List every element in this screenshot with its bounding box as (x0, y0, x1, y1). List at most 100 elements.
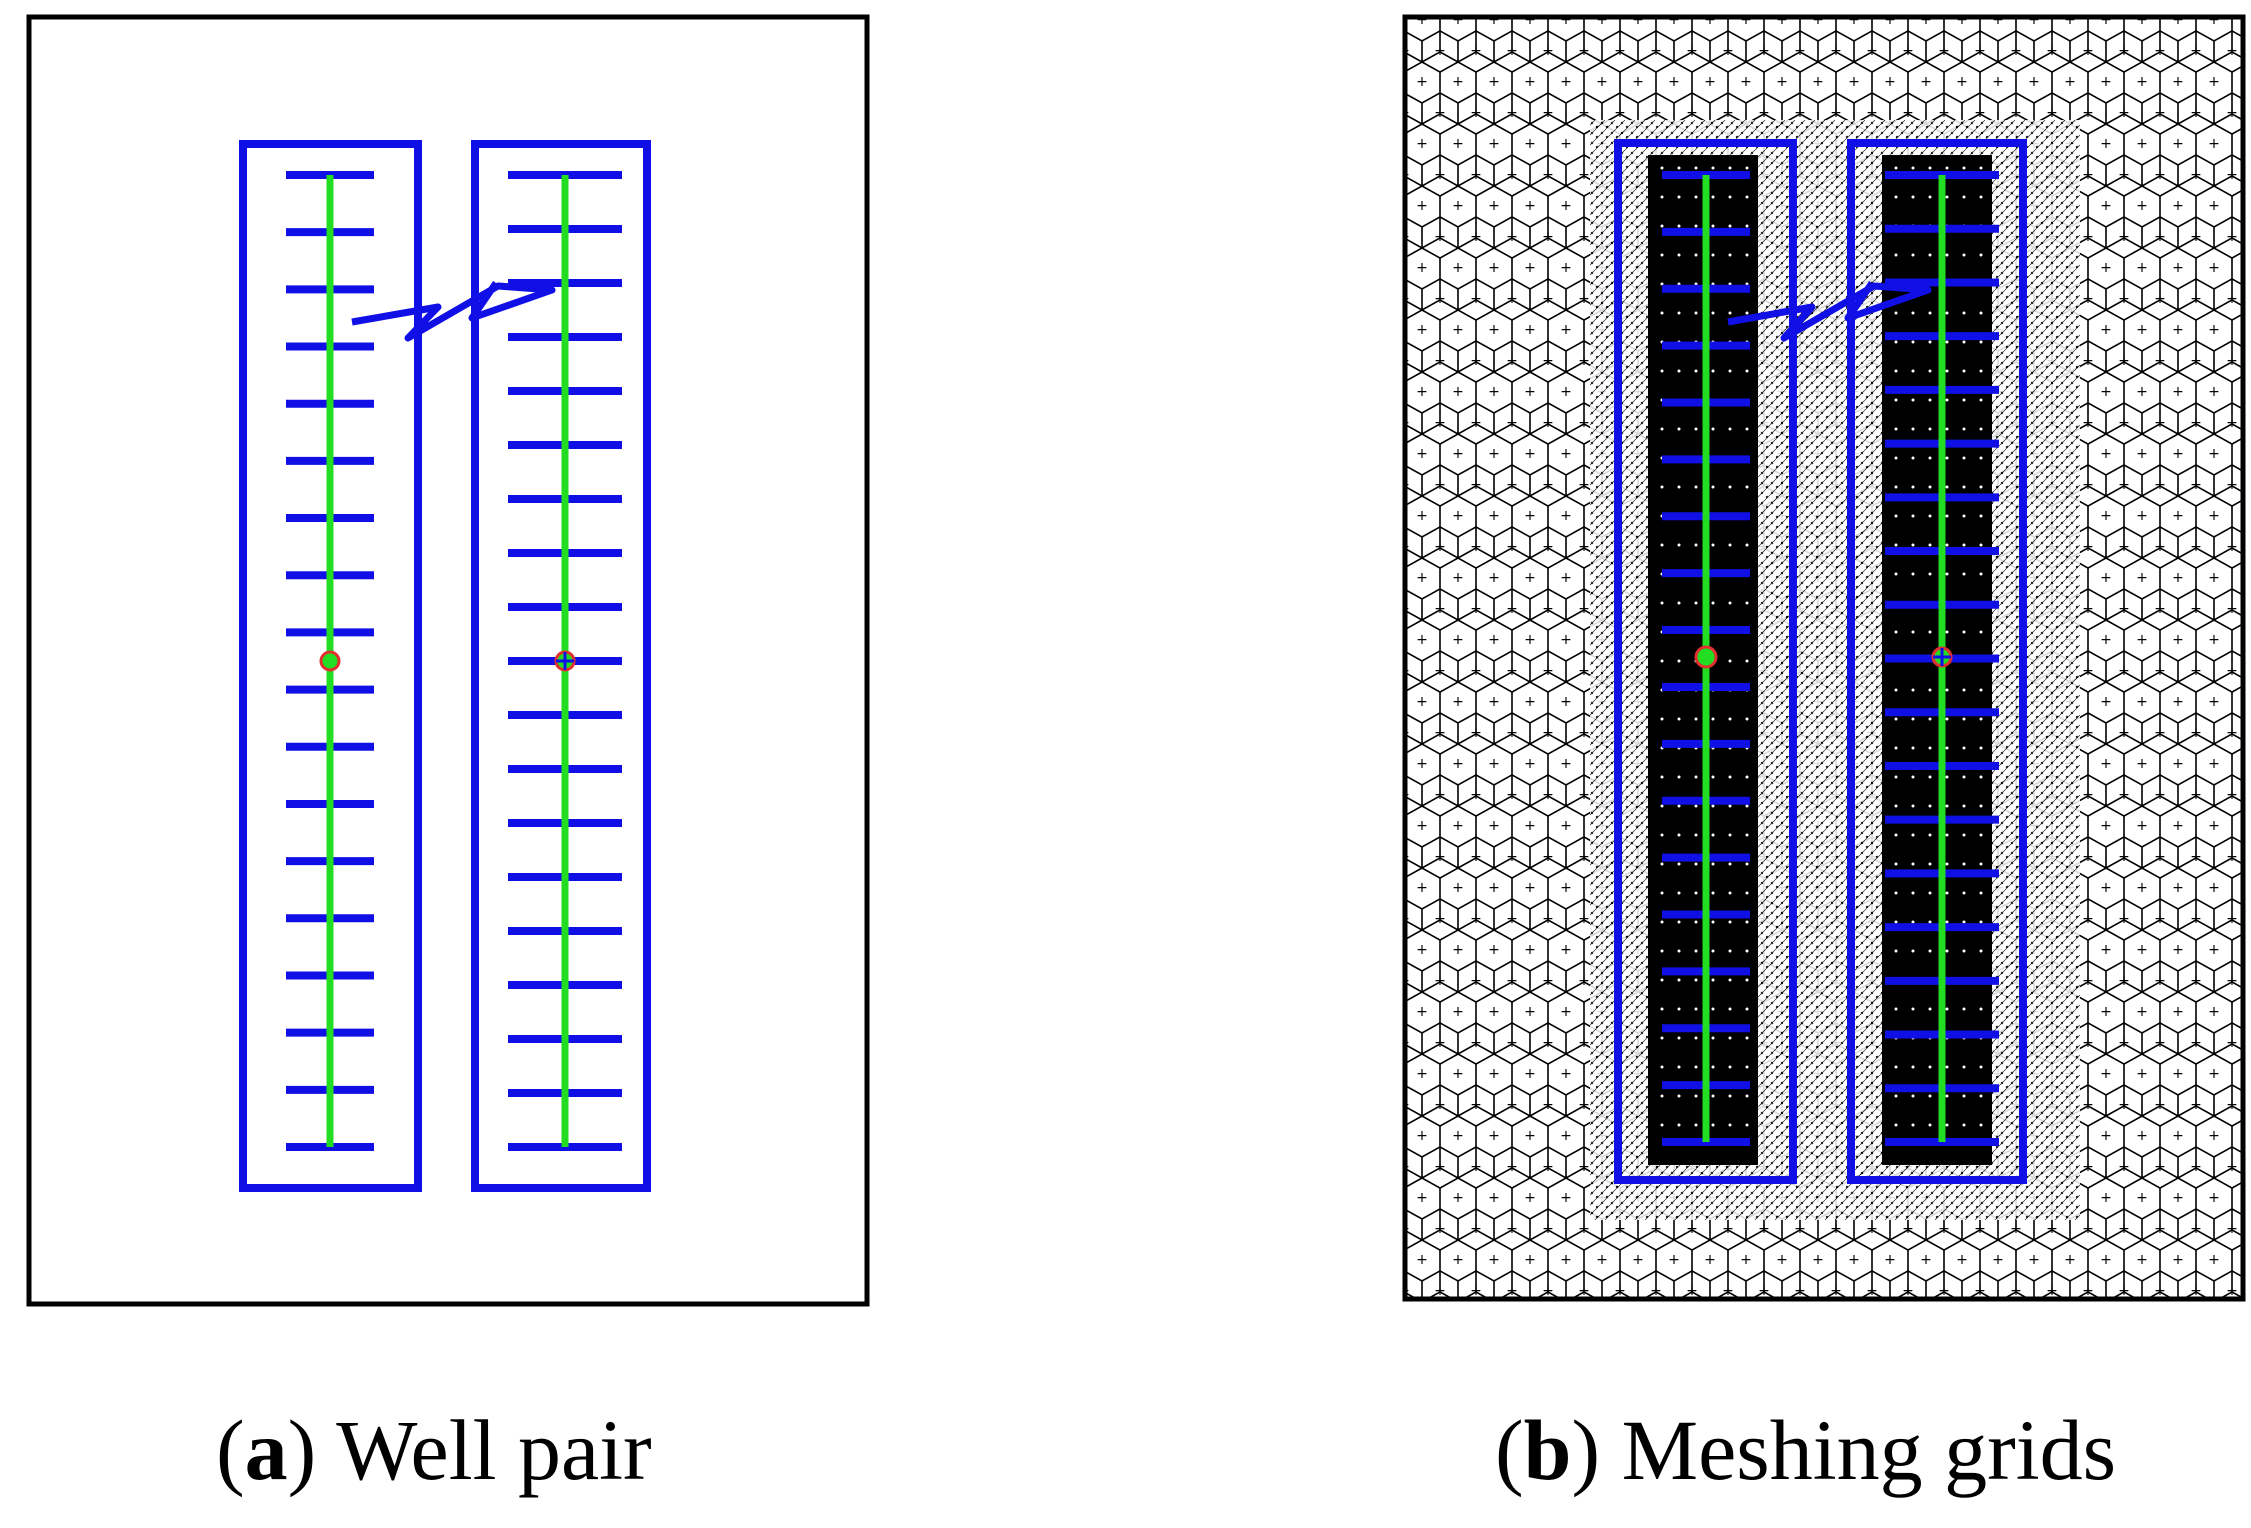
mesh-node (1711, 1094, 1715, 1098)
panel-a-well-pair (26, 14, 870, 1307)
mesh-node (1711, 166, 1715, 170)
mesh-node (1928, 717, 1932, 721)
mesh-node (1694, 485, 1698, 489)
mesh-node (1677, 775, 1681, 779)
mesh-node (1911, 1123, 1915, 1127)
mesh-node (1694, 717, 1698, 721)
mesh-node (1677, 253, 1681, 257)
well-box-right (471, 140, 651, 1192)
mesh-node (1711, 253, 1715, 257)
mesh-node (1694, 1007, 1698, 1011)
well-box-right (1847, 139, 2027, 1184)
mesh-node (1711, 1123, 1715, 1127)
mesh-node (1962, 717, 1966, 721)
mesh-node (1745, 427, 1749, 431)
mesh-node (1677, 1036, 1681, 1040)
mesh-node (1694, 311, 1698, 315)
mesh-node (1979, 398, 1983, 402)
mesh-node (1728, 282, 1732, 286)
mesh-node (1945, 572, 1949, 576)
mesh-node (1911, 688, 1915, 692)
mesh-node (1962, 1007, 1966, 1011)
mesh-node (1745, 804, 1749, 808)
mesh-node (1928, 746, 1932, 750)
mesh-node (1728, 717, 1732, 721)
mesh-node (1677, 1094, 1681, 1098)
mesh-node (1711, 601, 1715, 605)
mesh-node (1711, 862, 1715, 866)
mesh-node (1660, 659, 1664, 663)
mesh-node (1928, 166, 1932, 170)
mesh-node (1711, 920, 1715, 924)
mesh-node (1677, 543, 1681, 547)
mesh-node (1660, 775, 1664, 779)
mesh-node (1745, 1123, 1749, 1127)
caption-b: (b) Meshing grids (1495, 1402, 2117, 1498)
mesh-node (1911, 398, 1915, 402)
mesh-node (1711, 485, 1715, 489)
mesh-node (1928, 920, 1932, 924)
mesh-node (1711, 224, 1715, 228)
mesh-node (1728, 1094, 1732, 1098)
mesh-node (1894, 717, 1898, 721)
mesh-node (1660, 224, 1664, 228)
mesh-node (1962, 688, 1966, 692)
mesh-node (1945, 369, 1949, 373)
mesh-node (1694, 1123, 1698, 1127)
mesh-node (1962, 398, 1966, 402)
mesh-node (1911, 891, 1915, 895)
mesh-node (1911, 1094, 1915, 1098)
mesh-node (1728, 543, 1732, 547)
mesh-node (1660, 1007, 1664, 1011)
mesh-node (1711, 1065, 1715, 1069)
mesh-node (1928, 572, 1932, 576)
mesh-node (1928, 1094, 1932, 1098)
mesh-node (1894, 1065, 1898, 1069)
mesh-node (1911, 514, 1915, 518)
mesh-node (1962, 862, 1966, 866)
mesh-node (1728, 1036, 1732, 1040)
mesh-node (1745, 920, 1749, 924)
mesh-node (1979, 949, 1983, 953)
mesh-node (1911, 340, 1915, 344)
mesh-node (1945, 1007, 1949, 1011)
mesh-node (1711, 833, 1715, 837)
mesh-node (1728, 891, 1732, 895)
mesh-node (1962, 543, 1966, 547)
mesh-node (1962, 833, 1966, 837)
mesh-node (1962, 253, 1966, 257)
mesh-node (1928, 1065, 1932, 1069)
mesh-node (1911, 920, 1915, 924)
mesh-node (1728, 1065, 1732, 1069)
mesh-node (1945, 340, 1949, 344)
mesh-node (1677, 224, 1681, 228)
mesh-node (1979, 485, 1983, 489)
mesh-node (1694, 978, 1698, 982)
mesh-node (1962, 340, 1966, 344)
mesh-node (1677, 949, 1681, 953)
mesh-node (1894, 862, 1898, 866)
mesh-node (1894, 1094, 1898, 1098)
mesh-node (1911, 775, 1915, 779)
mesh-node (1945, 485, 1949, 489)
mesh-node (1979, 862, 1983, 866)
mesh-node (1677, 282, 1681, 286)
mesh-node (1979, 369, 1983, 373)
mesh-node (1694, 1094, 1698, 1098)
mesh-node (1660, 1094, 1664, 1098)
mesh-node (1677, 717, 1681, 721)
mesh-node (1962, 804, 1966, 808)
mesh-node (1745, 891, 1749, 895)
fracture-connection-arrow (1727, 281, 1932, 342)
mesh-node (1694, 195, 1698, 199)
well-box-left (239, 140, 422, 1192)
mesh-node (1728, 224, 1732, 228)
mesh-node (1962, 514, 1966, 518)
mesh-node (1928, 891, 1932, 895)
mesh-node (1962, 1094, 1966, 1098)
mesh-node (1711, 978, 1715, 982)
mesh-node (1928, 1007, 1932, 1011)
mesh-node (1911, 804, 1915, 808)
mesh-node (1911, 166, 1915, 170)
mesh-node (1979, 427, 1983, 431)
